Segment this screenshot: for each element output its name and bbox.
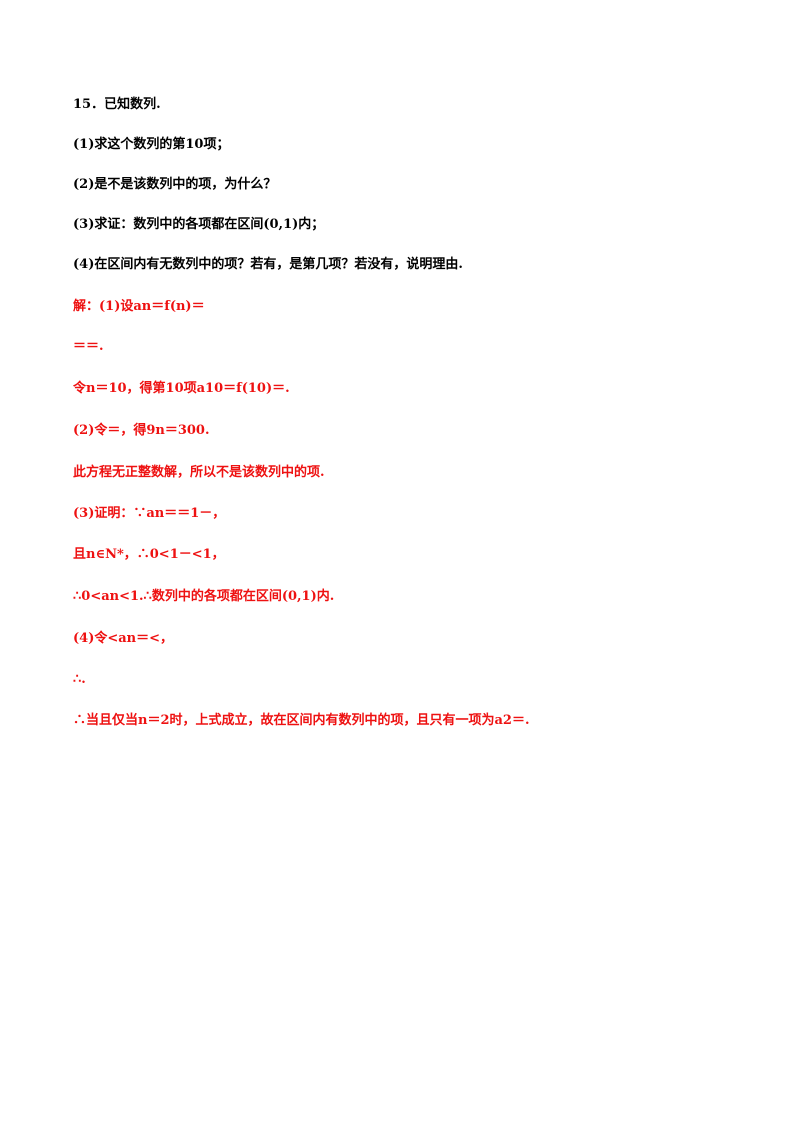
question-title: 15．已知数列. xyxy=(73,96,161,114)
question-part-2-text: (2)是不是该数列中的项，为什么？ xyxy=(73,177,277,192)
question-title-text: 15．已知数列. xyxy=(73,97,161,112)
question-part-1-text: (1)求这个数列的第10项； xyxy=(73,137,230,152)
solution-line-2: ＝＝. xyxy=(73,338,104,356)
solution-line-6: (3)证明：∵an＝＝1－， xyxy=(73,505,225,523)
solution-line-4: (2)令＝，得9n＝300. xyxy=(73,422,210,440)
question-part-2: (2)是不是该数列中的项，为什么？ xyxy=(73,176,276,194)
question-part-3: (3)求证：数列中的各项都在区间(0,1)内； xyxy=(73,216,324,234)
question-part-1: (1)求这个数列的第10项； xyxy=(73,136,229,154)
solution-line-9-text: (4)令<an＝<， xyxy=(73,631,174,646)
question-part-4: (4)在区间内有无数列中的项？若有，是第几项？若没有，说明理由. xyxy=(73,256,463,274)
solution-line-11: ∴当且仅当n＝2时，上式成立，故在区间内有数列中的项，且只有一项为a2＝. xyxy=(73,712,530,730)
solution-line-3-text: 令n＝10，得第10项a10＝f(10)＝. xyxy=(73,381,290,396)
solution-line-3: 令n＝10，得第10项a10＝f(10)＝. xyxy=(73,380,290,398)
solution-line-4-text: (2)令＝，得9n＝300. xyxy=(73,423,210,438)
solution-line-10-text: ∴. xyxy=(73,672,86,687)
solution-line-8: ∴0<an<1.∴数列中的各项都在区间(0,1)内. xyxy=(73,588,334,606)
solution-line-11-text: ∴当且仅当n＝2时，上式成立，故在区间内有数列中的项，且只有一项为a2＝. xyxy=(73,713,530,728)
solution-line-9: (4)令<an＝<， xyxy=(73,630,173,648)
solution-line-10: ∴. xyxy=(73,671,86,689)
solution-line-5: 此方程无正整数解，所以不是该数列中的项. xyxy=(73,464,325,482)
solution-line-6-text: (3)证明：∵an＝＝1－， xyxy=(73,506,226,521)
solution-line-7-text: 且n∈N*，∴0<1－<1， xyxy=(73,547,225,562)
solution-line-8-text: ∴0<an<1.∴数列中的各项都在区间(0,1)内. xyxy=(73,589,335,604)
solution-line-1-text: 解：(1)设an＝f(n)＝ xyxy=(73,299,205,314)
solution-line-1: 解：(1)设an＝f(n)＝ xyxy=(73,298,205,316)
solution-line-7: 且n∈N*，∴0<1－<1， xyxy=(73,546,225,564)
solution-line-2-text: ＝＝. xyxy=(73,339,104,354)
question-part-4-text: (4)在区间内有无数列中的项？若有，是第几项？若没有，说明理由. xyxy=(73,257,463,272)
question-part-3-text: (3)求证：数列中的各项都在区间(0,1)内； xyxy=(73,217,325,232)
solution-line-5-text: 此方程无正整数解，所以不是该数列中的项. xyxy=(73,465,325,480)
